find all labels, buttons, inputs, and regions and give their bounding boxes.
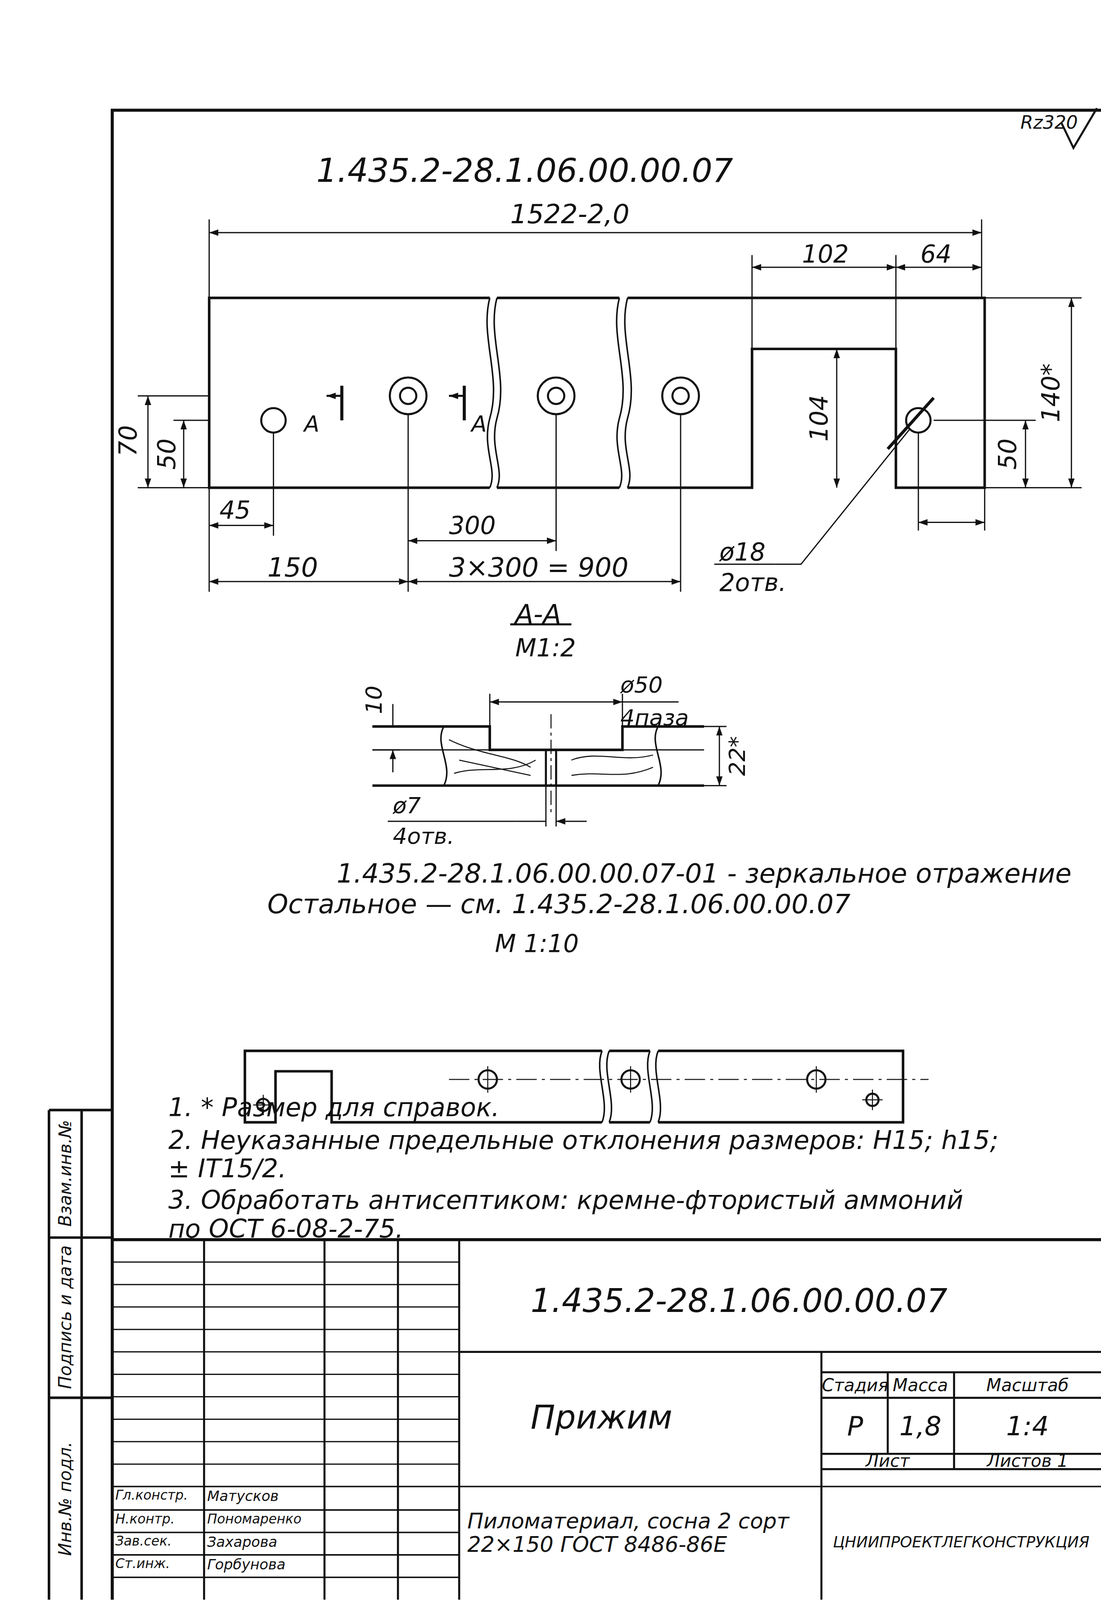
dimension: ø50 [620,673,663,699]
dimension: 70 [115,425,143,457]
role: Гл.констр. [115,1488,188,1503]
organization: ЦНИИПРОЕКТЛЕГКОНСТРУКЦИЯ [832,1534,1090,1552]
dimension: 104 [805,395,833,443]
table-header: Листов 1 [986,1451,1069,1471]
scale-note: М 1:10 [494,930,579,958]
table-cell: 1,8 [899,1412,942,1442]
signer: Захарова [207,1534,278,1551]
strip-label: Инв.№ подл. [55,1441,75,1557]
role: Н.контр. [115,1512,175,1527]
hole-count: 4отв. [392,824,455,850]
strip-label: Взам.инв.№ [55,1119,75,1227]
tech-note: 2. Неуказанные предельные отклонения раз… [168,1126,1006,1183]
dimension: 140* [1037,363,1065,423]
section-mark: А [471,412,487,438]
drawing-number: 1.435.2-28.1.06.00.00.07 [316,153,734,190]
section-mark: А [304,412,320,438]
tech-note: 1. * Размер для справок. [168,1093,500,1122]
groove-count: 4паза [620,706,689,731]
table-header: Масса [892,1376,948,1395]
dimension: 64 [920,240,952,268]
variant-note: 1.435.2-28.1.06.00.00.07-01 - зеркальное… [336,859,1072,889]
hole-callout: ø7 [392,794,421,819]
strip-label: Подпись и дата [55,1245,75,1390]
scale-note: М1:2 [515,634,577,662]
dimension: 102 [802,240,849,268]
signer: Пономаренко [207,1512,302,1527]
role: Ст.инж. [115,1556,170,1572]
table-header: Масштаб [986,1376,1069,1395]
dimension: 50 [994,438,1022,470]
dimension: 3×300 = 900 [448,553,629,583]
table-cell: 1:4 [1006,1412,1049,1442]
role: Зав.сек. [115,1534,172,1549]
hole-count: 2отв. [719,569,787,597]
dimension: 10 [362,685,388,714]
part-name: Прижим [530,1399,673,1436]
tech-note: 3. Обработать антисептиком: кремне-фтори… [168,1186,985,1243]
table-header: Лист [865,1451,910,1471]
signer: Горбунова [207,1556,286,1573]
drawing-number: 1.435.2-28.1.06.00.00.07 [530,1283,948,1320]
dimension: 45 [219,496,251,524]
dimension: 50 [153,438,181,470]
roughness-mark: Rz320 [1020,112,1079,133]
table-cell: Р [847,1412,864,1442]
signer: Матусков [207,1488,279,1505]
dimension: 22* [725,736,751,777]
section-title: А-А [515,600,562,630]
material-spec: Пиломатериал, сосна 2 сорт 22×150 ГОСТ 8… [467,1510,815,1558]
table-header: Стадия [821,1376,889,1395]
hole-callout: ø18 [719,538,766,566]
dimension: 150 [267,553,319,583]
dimension: 300 [448,512,496,540]
variant-note: Остальное — см. 1.435.2-28.1.06.00.00.07 [267,889,851,920]
dimension: 1522-2,0 [509,199,630,230]
